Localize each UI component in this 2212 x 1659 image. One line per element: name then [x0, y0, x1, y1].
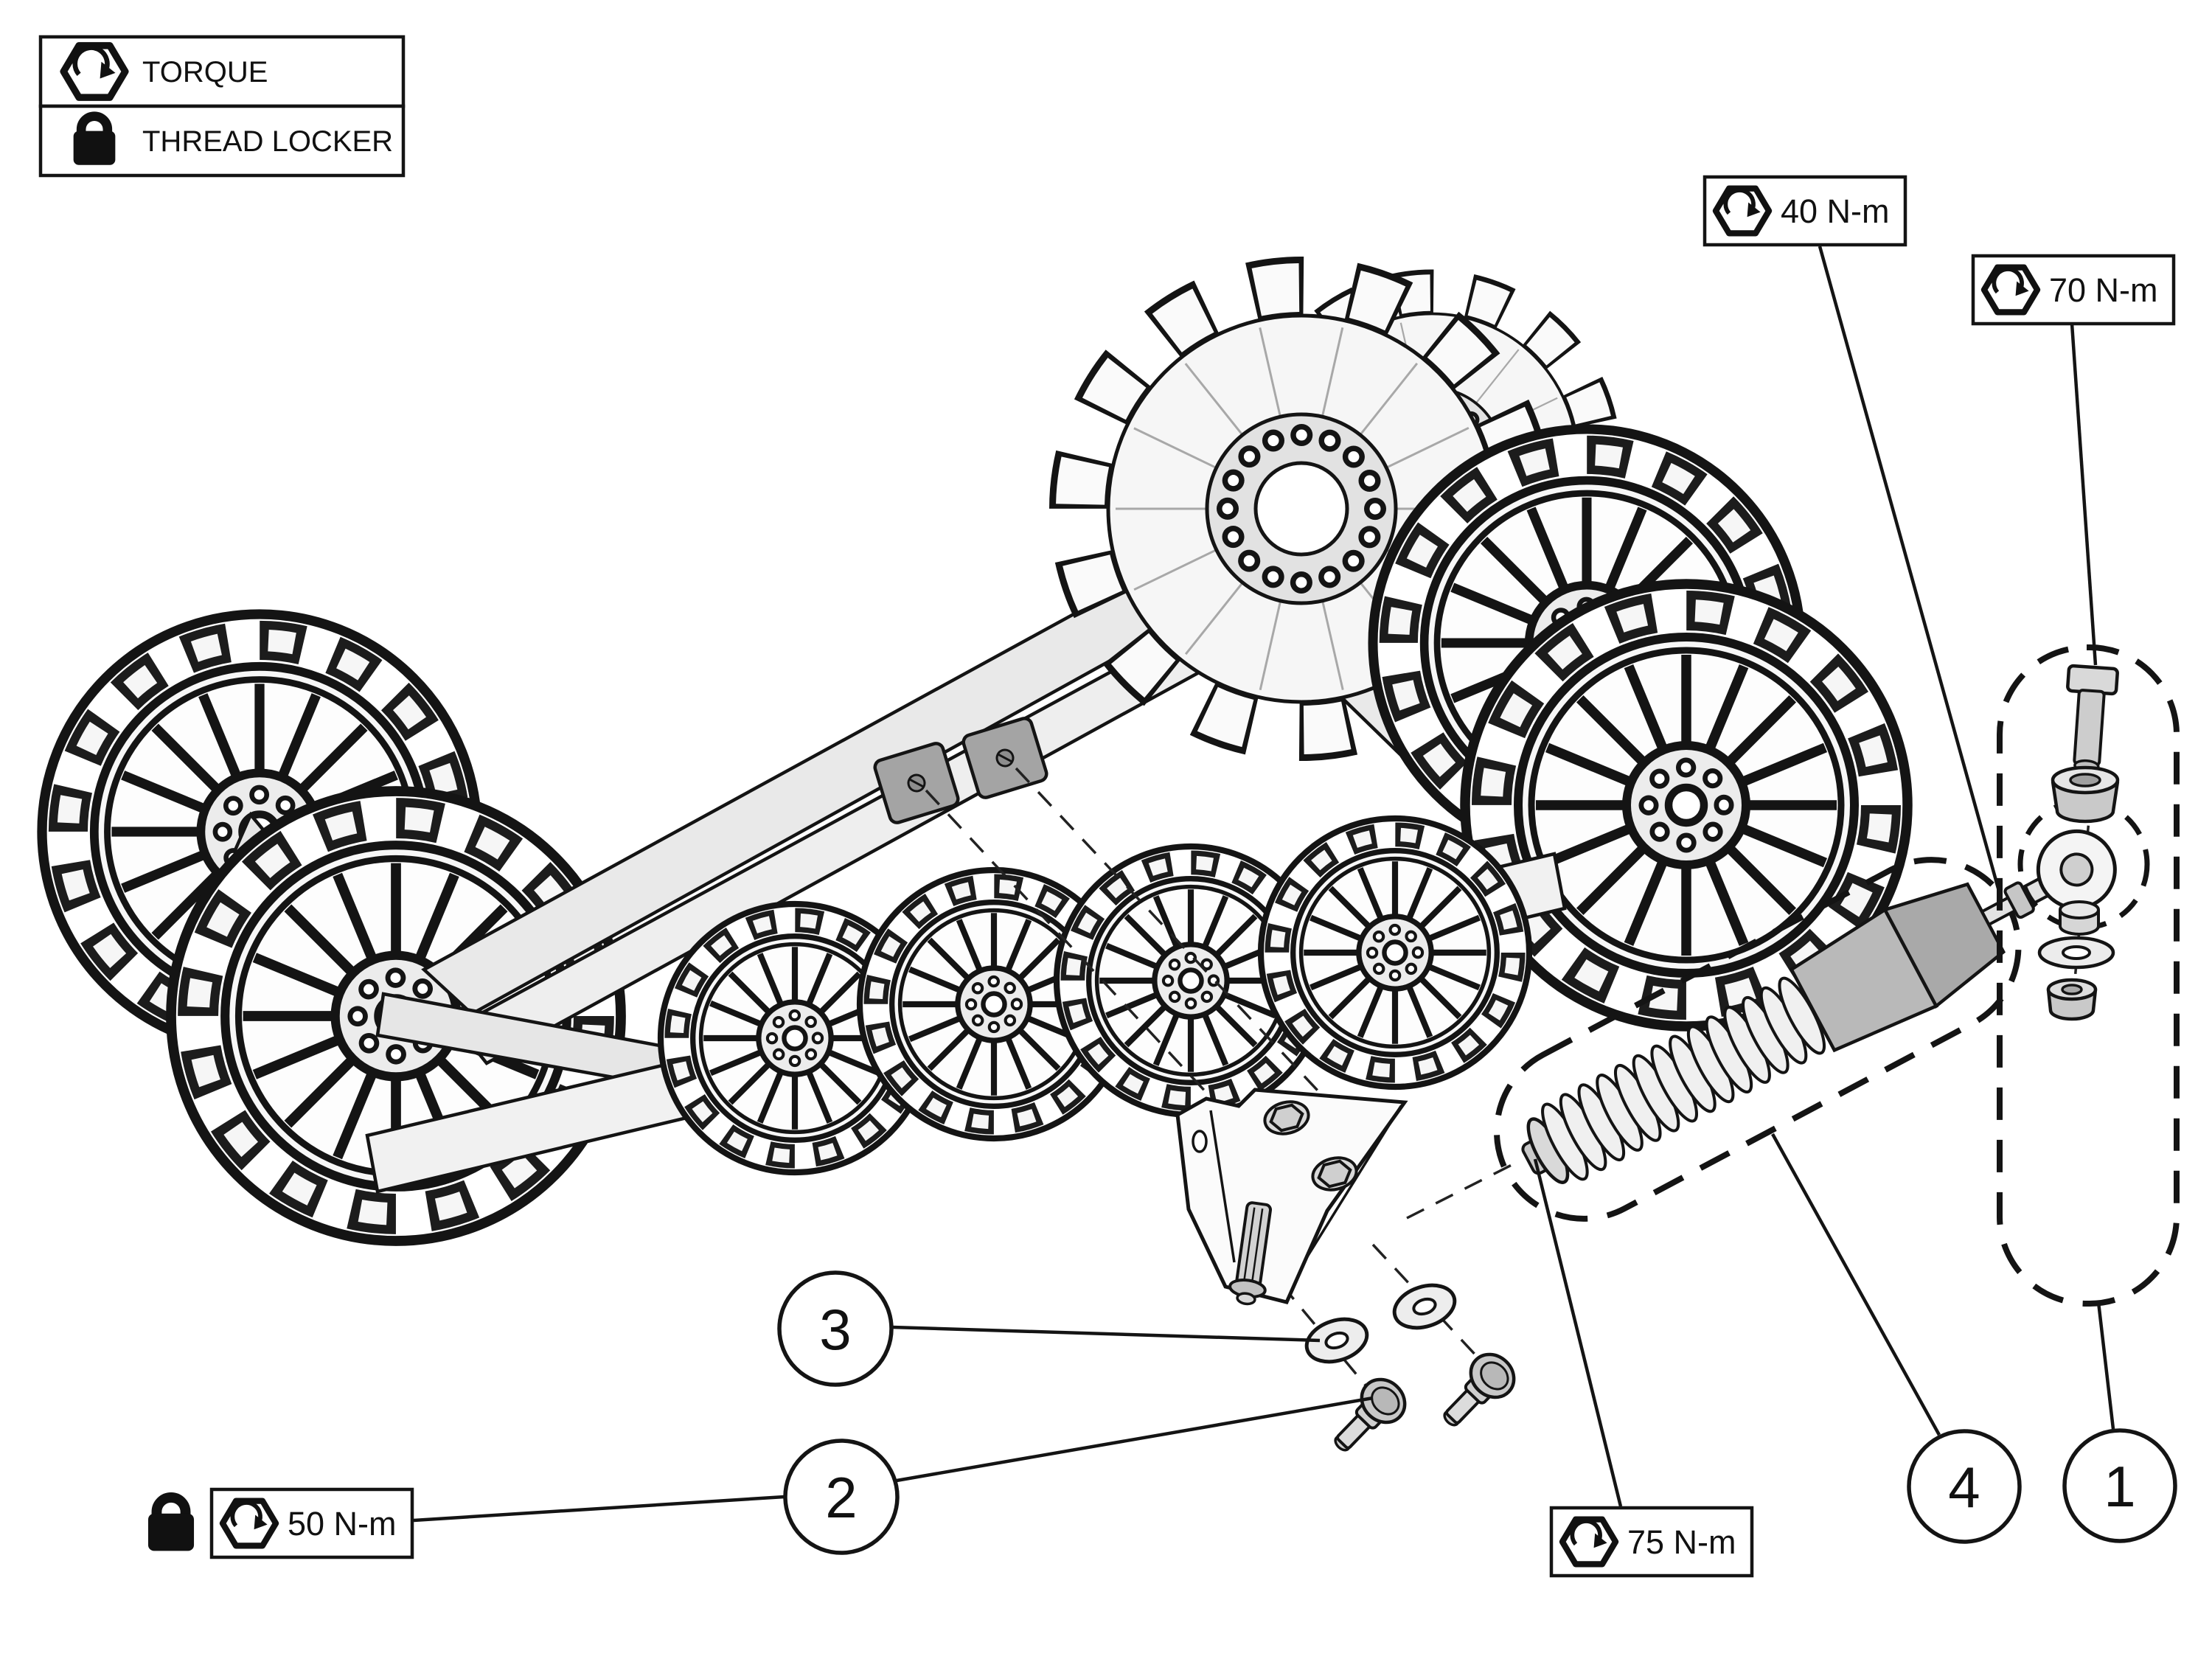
- legend-torque-label: TORQUE: [142, 56, 268, 88]
- torque-hex-icon: [1984, 268, 2037, 313]
- legend-threadlocker-label: THREAD LOCKER: [142, 125, 393, 158]
- callout-4: 4: [1907, 1429, 2022, 1544]
- bracket-flange-bolt-left: [1322, 1371, 1413, 1463]
- torque-label-40: 40 N-m: [1703, 175, 1907, 247]
- torque-70-value: 70 N-m: [2049, 271, 2158, 309]
- torque-40-value: 40 N-m: [1781, 192, 1890, 230]
- leader-callout-3: [891, 1325, 1321, 1343]
- mount-washer: [2037, 936, 2115, 970]
- torque-hex-icon: [1716, 189, 1769, 234]
- callout-2: 2: [783, 1439, 900, 1555]
- leader-lines: [413, 246, 2115, 1523]
- torque-hex-icon: [223, 1501, 276, 1546]
- track-assembly-illustration: [42, 288, 1907, 1241]
- leader-50nm: [413, 1495, 785, 1523]
- leader-callout-1: [2096, 1301, 2115, 1430]
- leader-callout-2: [896, 1396, 1374, 1483]
- callout-3-number: 3: [819, 1297, 851, 1362]
- idler-bracket-assembly: [1175, 1088, 1523, 1463]
- shock-absorber-assembly: [1493, 829, 2117, 1222]
- rod-end-outline: [2017, 798, 2150, 931]
- mount-bolt: [2066, 664, 2119, 773]
- torque-75-value: 75 N-m: [1627, 1523, 1736, 1561]
- bogie-wheel-4: [1261, 818, 1529, 1087]
- hardware-group-outline: [1997, 644, 2180, 1307]
- bracket-flange-bolt-right: [1431, 1346, 1523, 1438]
- coil-spring: [1541, 976, 1826, 1181]
- torque-hex-icon: [1562, 1520, 1615, 1565]
- leader-40nm: [1818, 246, 2002, 894]
- torque-label-75: 75 N-m: [1549, 1506, 1754, 1578]
- callout-1: 1: [2062, 1428, 2177, 1543]
- leader-70nm: [2070, 323, 2098, 666]
- idler-bracket: [1175, 1088, 1408, 1304]
- padlock-icon: [148, 1498, 194, 1551]
- torque-label-50: 50 N-m: [148, 1487, 414, 1559]
- callout-4-number: 4: [1948, 1455, 1980, 1520]
- torque-label-70: 70 N-m: [1971, 254, 2176, 326]
- flange-nut: [2046, 978, 2098, 1021]
- lower-spacer: [2059, 900, 2100, 936]
- legend: TORQUE THREAD LOCKER: [38, 35, 406, 178]
- leader-callout-4: [1771, 1133, 1941, 1436]
- leader-75nm: [1533, 1158, 1623, 1507]
- callout-2-number: 2: [825, 1465, 857, 1530]
- callout-1-number: 1: [2104, 1454, 2135, 1519]
- shock-mount-hardware: [1997, 644, 2180, 1307]
- torque-hex-icon: [63, 46, 125, 97]
- torque-50-value: 50 N-m: [288, 1505, 397, 1543]
- mount-spacer: [2051, 765, 2120, 824]
- bracket-pin: [1228, 1201, 1273, 1306]
- callout-3: 3: [777, 1270, 894, 1387]
